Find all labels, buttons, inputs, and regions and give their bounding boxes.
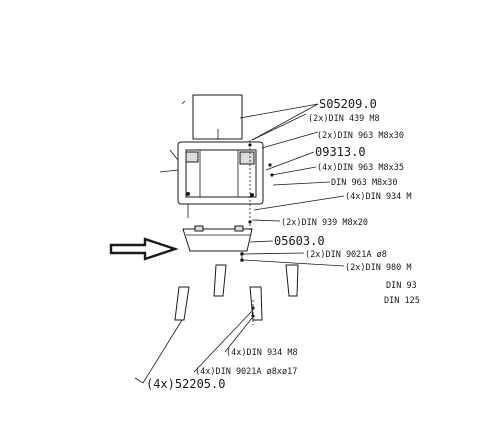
- leader-lines: [134, 103, 345, 384]
- fastener-dot: [251, 306, 255, 310]
- fastener-dot: [240, 258, 244, 262]
- stray-mark: [181, 100, 186, 105]
- callout-fastener: DIN 963 M8x30: [331, 178, 398, 188]
- fastener-dot: [251, 314, 255, 318]
- part-frame: [159, 141, 264, 218]
- callout-part-number: 09313.0: [315, 145, 366, 159]
- callout-fastener: DIN 125: [384, 296, 420, 306]
- callout-fastener: (2x)DIN 963 M8x30: [317, 131, 404, 141]
- callout-part-number: 05603.0: [274, 234, 325, 248]
- arrow-right-icon: [109, 237, 179, 261]
- fastener-dot: [248, 220, 252, 224]
- callout-fastener: (2x)DIN 980 M: [345, 263, 412, 273]
- callout-fastener: (4x)DIN 934 M: [345, 192, 412, 202]
- callout-fastener: (4x)DIN 934 M8: [226, 348, 298, 358]
- part-top-box: [192, 94, 243, 140]
- fastener-dot: [248, 143, 252, 147]
- part-leg: [285, 264, 299, 297]
- fastener-dot: [268, 163, 272, 167]
- fastener-dot: [240, 252, 244, 256]
- callout-fastener: DIN 93: [386, 281, 417, 291]
- callout-fastener: (4x)DIN 963 M8x35: [317, 163, 404, 173]
- callout-fastener: (2x)DIN 939 M8x20: [281, 218, 368, 228]
- callout-part-number: (4x)52205.0: [146, 377, 225, 391]
- callout-fastener: (4x)DIN 9021A ø8xø17: [195, 367, 297, 377]
- part-leg: [174, 286, 190, 321]
- callout-fastener: (2x)DIN 9021A ø8: [305, 250, 387, 260]
- callout-part-number: S05209.0: [319, 97, 377, 111]
- part-tray: [182, 225, 253, 252]
- part-leg: [213, 264, 227, 297]
- callout-fastener: (2x)DIN 439 M8: [308, 114, 380, 124]
